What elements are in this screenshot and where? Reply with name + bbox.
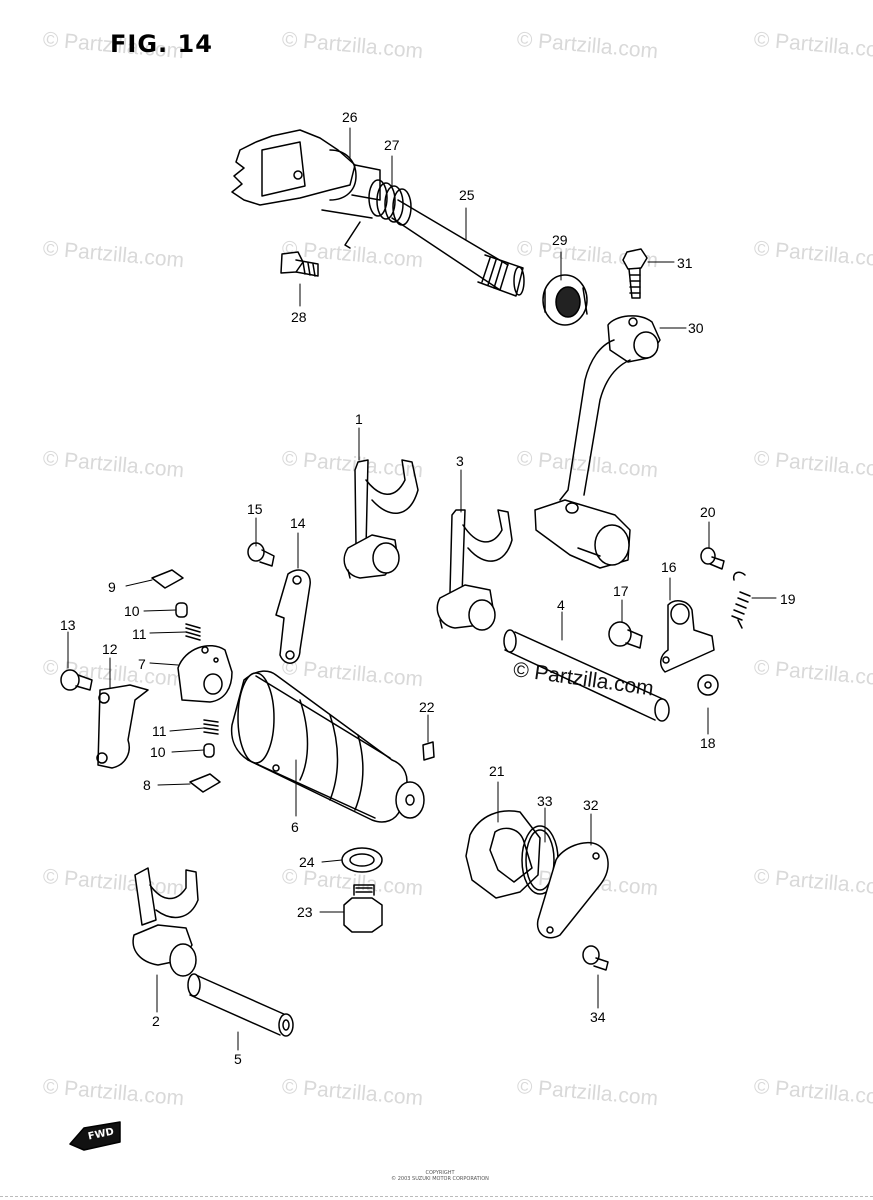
callout-30: 30: [688, 320, 704, 336]
callout-19: 19: [780, 591, 796, 607]
part-13-screw: [60, 669, 93, 691]
part-9-pin: [151, 569, 184, 589]
callout-31: 31: [677, 255, 693, 271]
part-16-lever: [660, 600, 715, 673]
callout-5: 5: [234, 1051, 242, 1067]
callout-14: 14: [290, 515, 306, 531]
leader-lines: [67, 127, 777, 1051]
part-14-plate: [275, 569, 311, 664]
callout-29: 29: [552, 232, 568, 248]
figure-title: FIG. 14: [110, 30, 213, 58]
callout-4: 4: [557, 597, 565, 613]
callout-7: 7: [138, 656, 146, 672]
callout-13: 13: [60, 617, 76, 633]
part-1-shift-fork: [343, 459, 419, 579]
callout-11b: 11: [152, 723, 167, 739]
part-27-return-spring: [321, 179, 412, 249]
callout-12: 12: [102, 641, 118, 657]
part-30-gearshift-lever: [534, 315, 661, 569]
callout-10a: 10: [124, 603, 140, 619]
callout-28: 28: [291, 309, 307, 325]
copyright-line-1: COPYRIGHT: [425, 1170, 455, 1176]
part-23-plug: [343, 884, 383, 933]
part-34-screw: [582, 945, 609, 971]
callout-33: 33: [537, 793, 553, 809]
part-6-gearshift-cam: [230, 670, 425, 823]
part-18-washer: [697, 674, 719, 696]
callout-18: 18: [700, 735, 716, 751]
part-25-gearshift-shaft: [391, 199, 525, 297]
callout-21: 21: [489, 763, 505, 779]
part-26-gearshift-arm: [231, 129, 381, 206]
part-28-bolt: [280, 251, 319, 277]
callout-8: 8: [143, 777, 151, 793]
part-4-shaft: [503, 629, 670, 722]
part-24-gasket: [341, 847, 383, 873]
callout-10b: 10: [150, 744, 166, 760]
callout-22: 22: [419, 699, 435, 715]
part-15-bolt: [247, 542, 275, 567]
callout-16: 16: [661, 559, 677, 575]
callout-34: 34: [590, 1009, 606, 1025]
callout-11a: 11: [132, 626, 147, 642]
part-29-oil-seal: [542, 274, 588, 326]
fwd-arrow-icon: [69, 1121, 121, 1151]
part-2-shift-fork: [132, 867, 199, 977]
callout-26: 26: [342, 109, 358, 125]
part-31-bolt: [622, 248, 648, 299]
part-22-pin: [422, 741, 435, 761]
part-32-cover: [536, 841, 609, 939]
part-19-spring: [731, 571, 751, 629]
part-5-shaft: [187, 973, 294, 1037]
part-17-bolt: [608, 621, 643, 649]
part-10-pin: [175, 602, 215, 758]
part-8-pin: [189, 773, 221, 793]
callout-27: 27: [384, 137, 400, 153]
copyright-note: COPYRIGHT © 2003 SUZUKI MOTOR CORPORATIO…: [340, 1170, 540, 1182]
callout-3: 3: [456, 453, 464, 469]
part-12-stopper-plate: [96, 684, 149, 769]
callout-9: 9: [108, 579, 116, 595]
callout-20: 20: [700, 504, 716, 520]
callout-6: 6: [291, 819, 299, 835]
callout-17: 17: [613, 583, 629, 599]
callout-2: 2: [152, 1013, 160, 1029]
bottom-rule: [0, 1196, 873, 1197]
callout-32: 32: [583, 797, 599, 813]
callout-1: 1: [355, 411, 363, 427]
callout-25: 25: [459, 187, 475, 203]
part-3-shift-fork: [436, 509, 513, 631]
part-20-bolt: [700, 547, 725, 570]
part-21-gear: [465, 810, 541, 899]
copyright-line-2: © 2003 SUZUKI MOTOR CORPORATION: [391, 1176, 489, 1182]
part-7-stopper: [177, 645, 233, 703]
callout-24: 24: [299, 854, 315, 870]
callout-15: 15: [247, 501, 263, 517]
part-11-spring: [185, 623, 219, 735]
callout-23: 23: [297, 904, 313, 920]
